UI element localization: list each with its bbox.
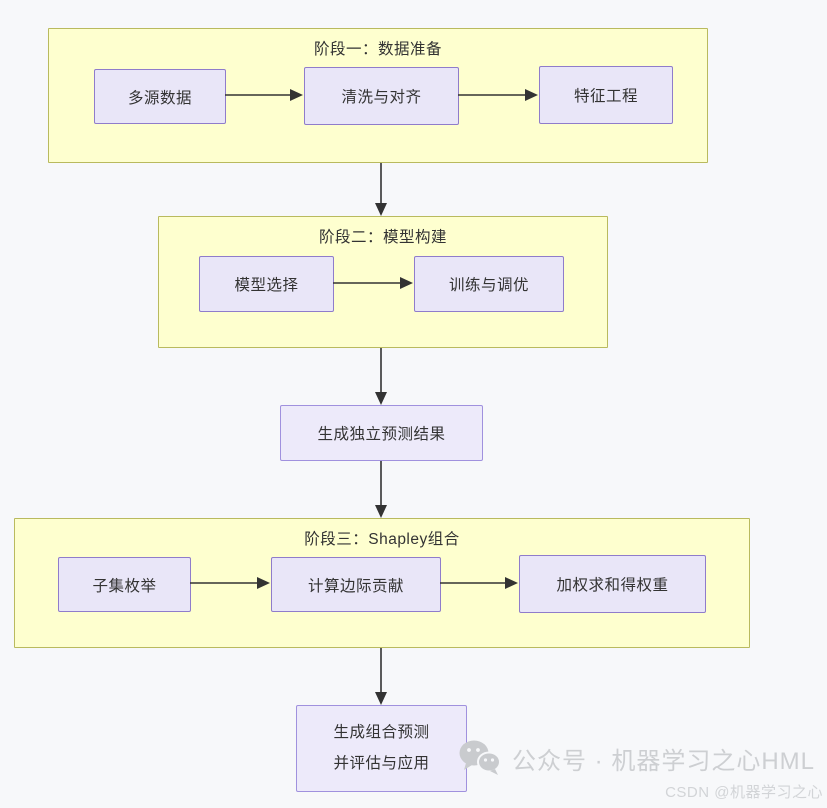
node-label: 多源数据: [127, 89, 192, 107]
node-label-line2: 并评估与应用: [333, 754, 430, 772]
csdn-attribution: CSDN @机器学习之心: [665, 784, 823, 801]
stage-container-2: 阶段二：模型构建 模型选择 训练与调优: [158, 216, 608, 348]
node-subset-enumeration: 子集枚举: [58, 557, 191, 612]
stage-title-3: 阶段三：Shapley组合: [304, 531, 460, 548]
node-label: 特征工程: [573, 88, 638, 105]
node-label: 模型选择: [234, 277, 299, 294]
node-label: 计算边际贡献: [307, 577, 404, 595]
wechat-icon: [459, 740, 501, 775]
node-label-line1: 生成组合预测: [333, 724, 430, 742]
node-label: 生成独立预测结果: [317, 426, 446, 443]
node-model-selection: 模型选择: [199, 256, 334, 312]
node-independent-predictions: 生成独立预测结果: [280, 405, 483, 461]
stage-title-2: 阶段二：模型构建: [318, 229, 447, 246]
node-multi-source-data: 多源数据: [94, 69, 226, 124]
node-label: 子集枚举: [92, 577, 157, 595]
node-label: 加权求和得权重: [556, 577, 669, 594]
node-train-tune: 训练与调优: [414, 256, 564, 312]
node-label: 清洗与对齐: [341, 89, 422, 106]
node-weighted-sum: 加权求和得权重: [519, 555, 706, 613]
watermark-text: 公众号 · 机器学习之心HML: [512, 747, 815, 775]
node-clean-align: 清洗与对齐: [304, 67, 459, 125]
stage-title-1: 阶段一：数据准备: [313, 41, 442, 58]
node-combined-prediction: 生成组合预测 并评估与应用: [296, 705, 467, 792]
stage-container-1: 阶段一：数据准备 多源数据 清洗与对齐 特征工程: [48, 28, 708, 163]
node-feature-engineering: 特征工程: [539, 66, 673, 124]
watermark: 公众号 · 机器学习之心HML: [458, 738, 815, 778]
node-marginal-contribution: 计算边际贡献: [271, 557, 441, 612]
stage-container-3: 阶段三：Shapley组合 子集枚举 计算边际贡献 加权求和得权重: [14, 518, 750, 648]
node-label: 训练与调优: [448, 277, 529, 294]
